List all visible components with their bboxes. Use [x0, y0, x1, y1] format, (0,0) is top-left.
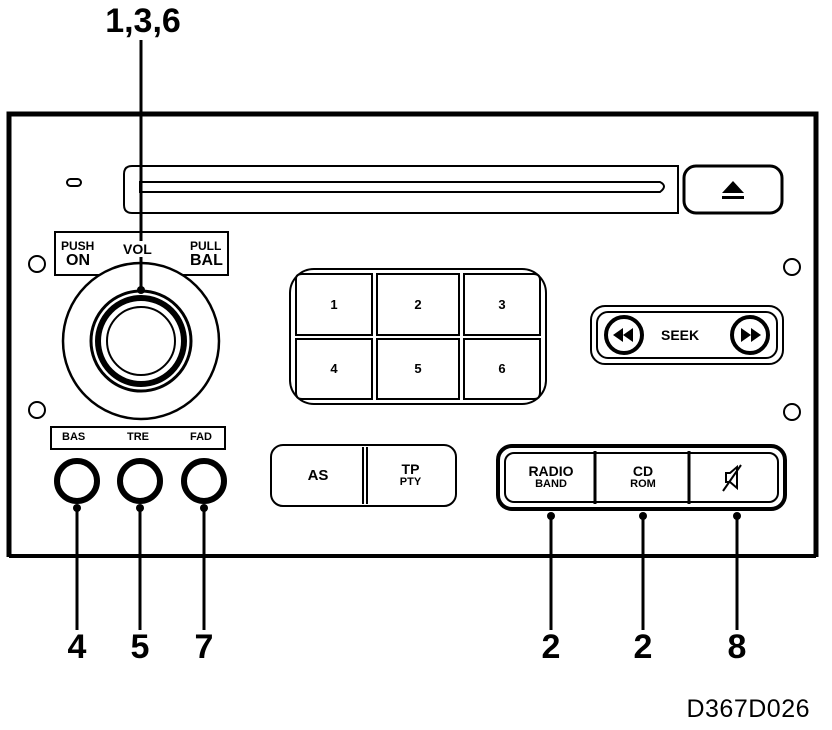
figure-id: D367D026 — [686, 695, 810, 723]
preset-grid — [295, 273, 541, 400]
cd-slot — [123, 165, 679, 214]
fast-forward-icon — [741, 328, 761, 342]
pull-label: PULL — [190, 239, 222, 253]
preset-button-3[interactable]: 3 — [498, 296, 506, 312]
radio-label: RADIO — [528, 463, 574, 480]
fad-label: FAD — [190, 431, 212, 443]
bas-label: BAS — [62, 431, 86, 443]
mount-hole — [28, 255, 46, 273]
tre-label: TRE — [127, 431, 149, 443]
preset-button-2[interactable]: 2 — [414, 296, 422, 312]
tone-label-panel — [50, 426, 226, 450]
callout-cd: 2 — [633, 628, 653, 666]
indicator-led — [66, 178, 82, 187]
pty-label: PTY — [399, 476, 422, 489]
volume-knob[interactable] — [61, 261, 221, 421]
seek-forward-button[interactable] — [730, 315, 770, 355]
seek-label: SEEK — [661, 327, 700, 343]
bas-knob[interactable] — [54, 458, 100, 504]
faceplate-outline — [6, 111, 819, 557]
mount-hole — [783, 258, 801, 276]
mute-icon — [722, 464, 742, 492]
on-label: ON — [66, 252, 90, 269]
tre-knob[interactable] — [117, 458, 163, 504]
radio-band-button[interactable]: RADIO BAND — [507, 455, 595, 500]
fad-knob[interactable] — [181, 458, 227, 504]
push-label: PUSH — [61, 239, 95, 253]
rom-label: ROM — [630, 478, 656, 491]
mount-hole — [28, 401, 46, 419]
tp-pty-button[interactable]: TP PTY — [367, 447, 454, 504]
mute-button[interactable] — [691, 455, 776, 500]
tp-label: TP — [401, 461, 420, 478]
vol-label: VOL — [123, 241, 152, 257]
callout-top: 1,3,6 — [105, 2, 181, 40]
callout-fad: 7 — [194, 628, 214, 666]
callout-bas: 4 — [67, 628, 87, 666]
preset-button-6[interactable]: 6 — [498, 361, 506, 377]
callout-tre: 5 — [130, 628, 150, 666]
preset-button-4[interactable]: 4 — [330, 361, 338, 377]
seek-back-button[interactable] — [604, 315, 644, 355]
eject-icon — [722, 181, 744, 199]
cd-label: CD — [632, 463, 654, 480]
bal-label: BAL — [190, 252, 223, 269]
as-button[interactable]: AS — [307, 466, 329, 484]
mount-hole — [783, 403, 801, 421]
cd-rom-button[interactable]: CD ROM — [597, 455, 689, 500]
preset-button-1[interactable]: 1 — [330, 296, 338, 312]
rewind-icon — [613, 328, 633, 342]
preset-button-5[interactable]: 5 — [414, 361, 422, 377]
callout-mute: 8 — [727, 628, 747, 666]
callout-radio: 2 — [541, 628, 561, 666]
band-label: BAND — [535, 478, 567, 491]
